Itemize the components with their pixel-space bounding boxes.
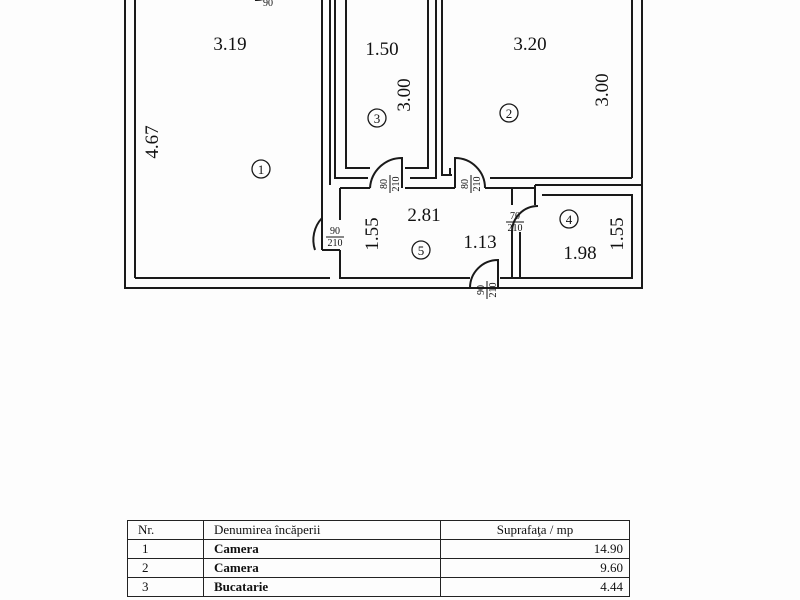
door-d3-label: 80 210 (460, 175, 483, 193)
room-3-length: 3.00 (394, 78, 415, 111)
room-5-length: 1.55 (362, 217, 383, 250)
room-4-number: 4 (566, 212, 573, 227)
door-d1-label: 90 (263, 0, 273, 9)
door-d6-label: 90 210 (476, 281, 499, 299)
door-d4-width: 70 (510, 211, 520, 222)
door-d5-height: 210 (328, 238, 343, 249)
room-1-number: 1 (258, 162, 265, 177)
room-5-extra: 1.13 (463, 232, 496, 253)
room-1-marker (251, 159, 271, 179)
legend-cell-name: Camera (203, 539, 441, 559)
room-2-width: 3.20 (513, 34, 546, 55)
room-3-width: 1.50 (365, 39, 398, 60)
door-d2-height: 210 (391, 177, 402, 192)
legend-header-name: Denumirea încăperii (203, 520, 441, 540)
legend-header-nr: Nr. (127, 520, 204, 540)
room-4-length: 1.55 (607, 217, 628, 250)
door-d6-width: 90 (476, 285, 487, 295)
door-swing-2 (369, 156, 403, 189)
legend-header-area: Suprafaţa / mp (440, 520, 630, 540)
room-2-number: 2 (506, 106, 513, 121)
rooms-legend-table: Nr. Denumirea încăperii Suprafaţa / mp 1… (127, 520, 630, 597)
room1-right-wall (321, 0, 331, 250)
room-3-marker (367, 108, 387, 128)
room-3-number: 3 (374, 111, 381, 126)
room4-walls (511, 184, 642, 279)
room-4-width: 1.98 (563, 243, 596, 264)
door-d5-width: 90 (330, 226, 340, 237)
room-5-number: 5 (418, 243, 425, 258)
door-d3-height: 210 (472, 177, 483, 192)
door-d1-width: 90 (263, 0, 273, 9)
table-row: 1 Camera 14.90 (127, 539, 630, 559)
door-d2-label: 80 210 (379, 175, 402, 193)
legend-cell-nr: 1 (127, 539, 204, 559)
door-d2-width: 80 (379, 179, 390, 189)
room2-walls (441, 0, 632, 179)
table-row: 3 Bucatarie 4.44 (127, 577, 630, 597)
door-d4-label: 70 210 (506, 211, 524, 234)
door-d3-width: 80 (460, 179, 471, 189)
legend-cell-nr: 2 (127, 558, 204, 578)
room-1-width: 3.19 (213, 34, 246, 55)
room3-walls (334, 0, 437, 179)
legend-cell-area: 9.60 (440, 558, 630, 578)
door-swing-5 (312, 217, 340, 251)
room-1-length: 4.67 (142, 125, 163, 158)
floor-plan: 1 2 3 4 5 3.19 4.67 1.50 3.00 3.20 3.00 … (124, 0, 643, 299)
legend-header-row: Nr. Denumirea încăperii Suprafaţa / mp (127, 520, 630, 540)
legend-cell-name: Bucatarie (203, 577, 441, 597)
legend-cell-area: 14.90 (440, 539, 630, 559)
legend-cell-area: 4.44 (440, 577, 630, 597)
door-d5-label: 90 210 (326, 226, 344, 249)
door-swing-6 (469, 258, 499, 289)
door-d4-height: 210 (508, 223, 523, 234)
table-row: 2 Camera 9.60 (127, 558, 630, 578)
legend-cell-nr: 3 (127, 577, 204, 597)
outer-wall (124, 0, 643, 289)
door-swing-4 (511, 205, 539, 233)
room-5-width: 2.81 (407, 205, 440, 226)
room-2-length: 3.00 (592, 73, 613, 106)
legend-cell-name: Camera (203, 558, 441, 578)
room-2-marker (499, 103, 519, 123)
door-swing-3 (454, 156, 486, 189)
room-5-marker (411, 240, 431, 260)
hall-walls (339, 187, 535, 279)
room-4-marker (559, 209, 579, 229)
door-d6-height: 210 (488, 283, 499, 298)
